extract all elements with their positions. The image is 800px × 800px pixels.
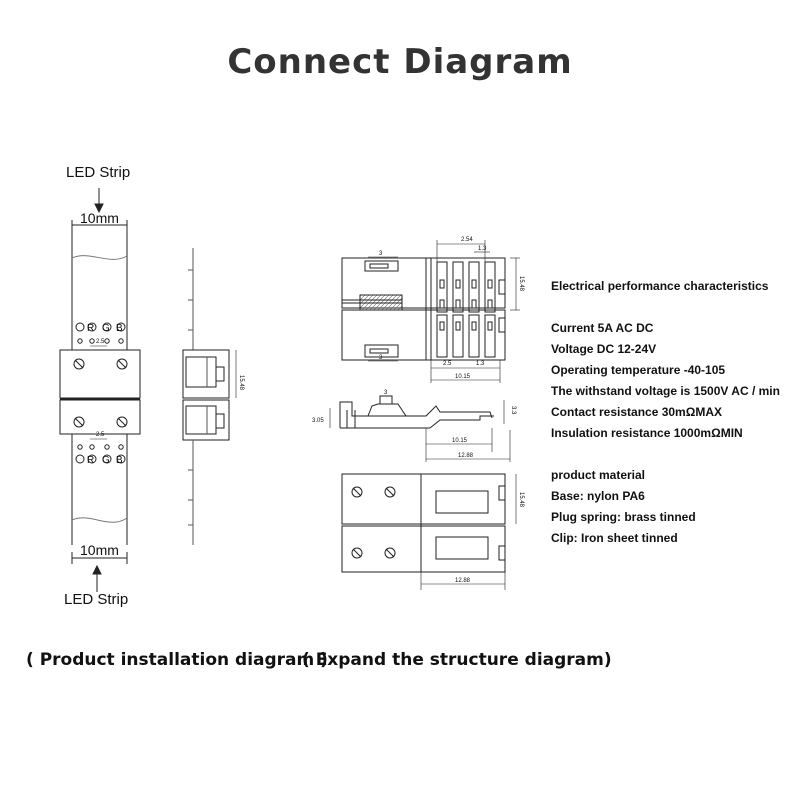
- installation-side-view: [182, 248, 237, 545]
- width-top-label: 10mm: [80, 210, 119, 226]
- dim-15-48-top: 15.48: [518, 276, 524, 292]
- structure-bottom-view: [341, 473, 517, 590]
- dim-12-88-bottom: 12.88: [455, 578, 471, 584]
- led-strip-bottom-label: LED Strip: [64, 591, 129, 608]
- page-title: Connect Diagram: [227, 42, 573, 82]
- pitch-bottom-label: 2.5: [96, 432, 105, 438]
- spec-withstand-voltage: The withstand voltage is 1500V AC / min: [551, 384, 780, 398]
- dim-15-48-bottom: 15.48: [518, 492, 524, 508]
- pad-g-top: G: [102, 323, 110, 334]
- material-base: Base: nylon PA6: [551, 489, 645, 503]
- dim-3-05: 3.05: [312, 418, 324, 424]
- pitch-top-label: 2.5: [96, 339, 105, 345]
- electrical-heading: Electrical performance characteristics: [551, 279, 769, 293]
- structure-top-view: [341, 240, 520, 383]
- dim-side-3: 3: [384, 390, 388, 396]
- caption-installation: ( Product installation diagram ): [26, 650, 328, 670]
- spec-temperature: Operating temperature -40-105: [551, 363, 726, 377]
- side-dim-label: 15.48: [238, 375, 244, 391]
- spec-current: Current 5A AC DC: [551, 321, 654, 335]
- width-bottom-label: 10mm: [80, 542, 119, 558]
- led-strip-top-label: LED Strip: [66, 164, 131, 181]
- dim-3-bottom: 3: [379, 355, 383, 361]
- caption-structure: ( Expand the structure diagram): [302, 650, 612, 670]
- spec-voltage: Voltage DC 12-24V: [551, 342, 657, 356]
- pad-b-bottom: B: [116, 455, 123, 466]
- dim-10-15-top: 10.15: [455, 374, 471, 380]
- pad-g-bottom: G: [102, 455, 110, 466]
- dim-3-3: 3.3: [510, 406, 516, 415]
- spec-panel: Electrical performance characteristics C…: [551, 276, 800, 549]
- spec-insulation-resistance: Insulation resistance 1000mΩMIN: [551, 426, 743, 440]
- material-plug-spring: Plug spring: brass tinned: [551, 510, 696, 524]
- dim-12-88-mid: 12.88: [458, 453, 474, 459]
- dim-2-54: 2.54: [461, 237, 473, 243]
- installation-front-view: [59, 188, 141, 592]
- structure-side-view: [329, 395, 511, 462]
- material-clip: Clip: Iron sheet tinned: [551, 531, 678, 545]
- dim-1-3-top: 1.3: [478, 246, 487, 252]
- dim-3-top: 3: [379, 251, 383, 257]
- dim-2-5: 2.5: [443, 361, 452, 367]
- dim-10-15-mid: 10.15: [452, 438, 468, 444]
- pad-r-top: R: [87, 323, 94, 334]
- material-heading: product material: [551, 468, 646, 482]
- spec-contact-resistance: Contact resistance 30mΩMAX: [551, 405, 723, 419]
- pad-b-top: B: [116, 323, 123, 334]
- dim-1-3-bottom: 1.3: [476, 361, 485, 367]
- pad-r-bottom: R: [87, 455, 94, 466]
